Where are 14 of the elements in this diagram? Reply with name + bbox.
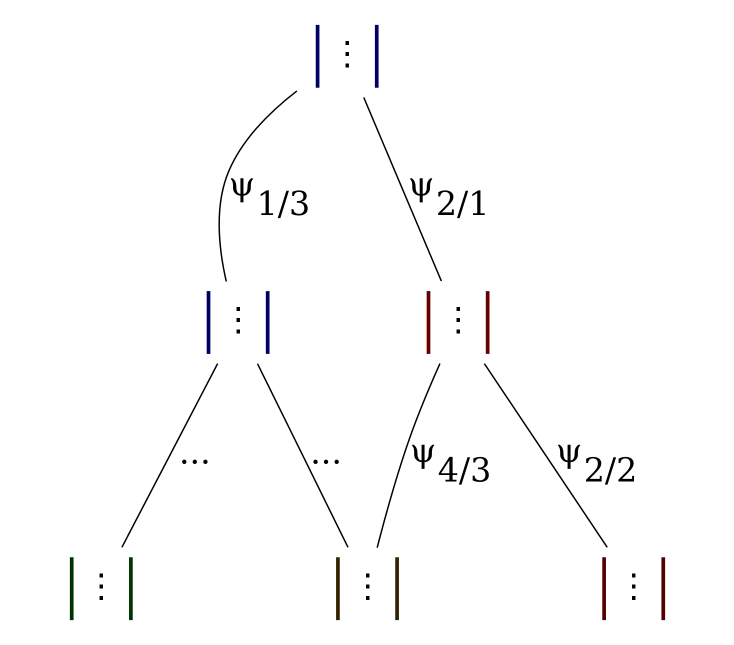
node-text: ⋮ <box>220 300 254 339</box>
edge-label: ... <box>178 432 210 472</box>
node-text: ⋮ <box>350 566 384 605</box>
connector <box>256 363 348 548</box>
node-text: ⋮ <box>84 566 118 605</box>
connector <box>362 97 442 282</box>
connector <box>376 363 440 548</box>
edge-label: ... <box>310 432 342 472</box>
connector <box>218 90 297 282</box>
node-text: ⋮ <box>440 300 474 339</box>
connector <box>120 363 218 548</box>
node-text: ⋮ <box>330 33 364 72</box>
node-text: ⋮ <box>616 566 650 605</box>
connector <box>483 363 608 548</box>
